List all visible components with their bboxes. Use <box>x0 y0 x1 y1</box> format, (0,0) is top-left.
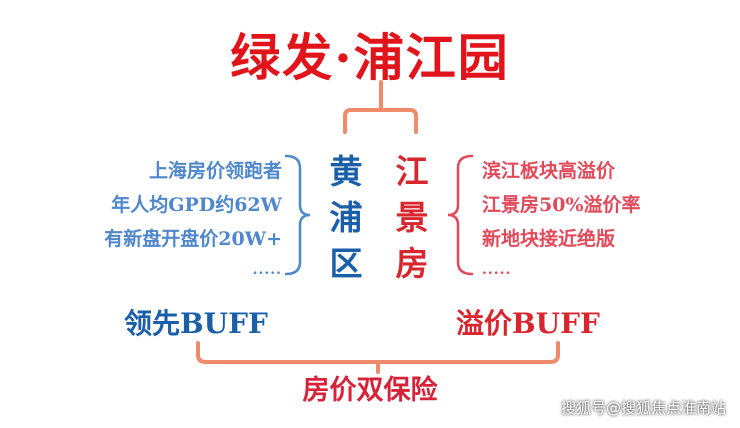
right-note: 新地块接近绝版 <box>482 228 616 250</box>
left-note: 有新盘开盘价20W+ <box>104 228 282 250</box>
right-buff-label: 溢价BUFF <box>456 307 600 340</box>
bottom-connector <box>196 341 560 374</box>
center-right-char-2: 景 <box>395 198 429 237</box>
center-left-char-1: 黄 <box>329 152 363 191</box>
left-brace <box>284 154 311 276</box>
title: 绿发·浦江园 <box>230 28 510 87</box>
center-left-char-3: 区 <box>329 244 363 283</box>
watermark: 搜狐号@搜狐焦点淮南站 <box>560 399 726 417</box>
right-note: 江景房50%溢价率 <box>482 194 641 216</box>
left-buff-label: 领先BUFF <box>124 307 268 340</box>
right-brace <box>447 154 474 276</box>
right-note: 滨江板块高溢价 <box>482 160 616 182</box>
left-note: 年人均GPD约62W <box>111 194 282 216</box>
left-note: 上海房价领跑者 <box>148 160 282 182</box>
right-note-ellipsis: ..... <box>482 262 512 278</box>
center-left-char-2: 浦 <box>329 198 363 237</box>
bottom-label: 房价双保险 <box>302 375 438 406</box>
center-right-char-3: 房 <box>395 244 429 283</box>
center-right-char-1: 江 <box>395 152 429 191</box>
left-note-ellipsis: ..... <box>252 262 282 278</box>
top-connector <box>343 80 418 134</box>
